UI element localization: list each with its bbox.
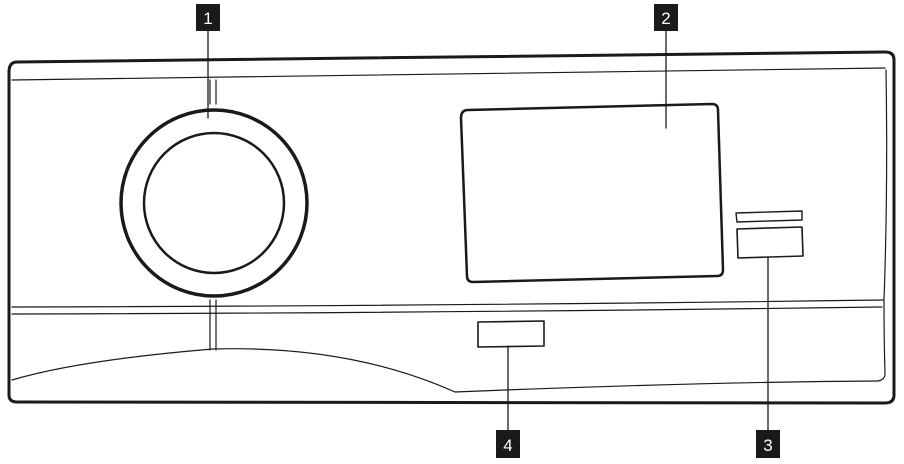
panel-band-lower bbox=[11, 306, 883, 315]
panel-outline bbox=[7, 50, 896, 405]
panel-right-edge bbox=[877, 69, 888, 382]
lower-touch-button[interactable] bbox=[477, 320, 545, 348]
dial-seam-top bbox=[209, 79, 217, 105]
display-screen bbox=[459, 102, 725, 284]
callout-1: 1 bbox=[196, 4, 220, 31]
dial-seam-bottom bbox=[209, 299, 217, 351]
panel-front-curve-right bbox=[454, 380, 879, 393]
panel-band-upper bbox=[11, 299, 885, 308]
button-indicator-strip bbox=[735, 210, 803, 223]
callout-label-3: 3 bbox=[763, 436, 772, 455]
callout-3: 3 bbox=[756, 430, 780, 458]
program-dial-inner-ring[interactable] bbox=[142, 131, 286, 275]
callout-label-4: 4 bbox=[503, 436, 512, 455]
panel-top-edge bbox=[11, 67, 886, 81]
callout-4: 4 bbox=[496, 430, 520, 458]
program-dial-outer-ring[interactable] bbox=[119, 108, 309, 298]
callout-label-2: 2 bbox=[661, 9, 670, 28]
callout-2: 2 bbox=[654, 4, 678, 31]
panel-front-curve-left bbox=[11, 348, 456, 393]
start-pause-button[interactable] bbox=[736, 226, 804, 259]
callout-label-1: 1 bbox=[203, 9, 212, 28]
